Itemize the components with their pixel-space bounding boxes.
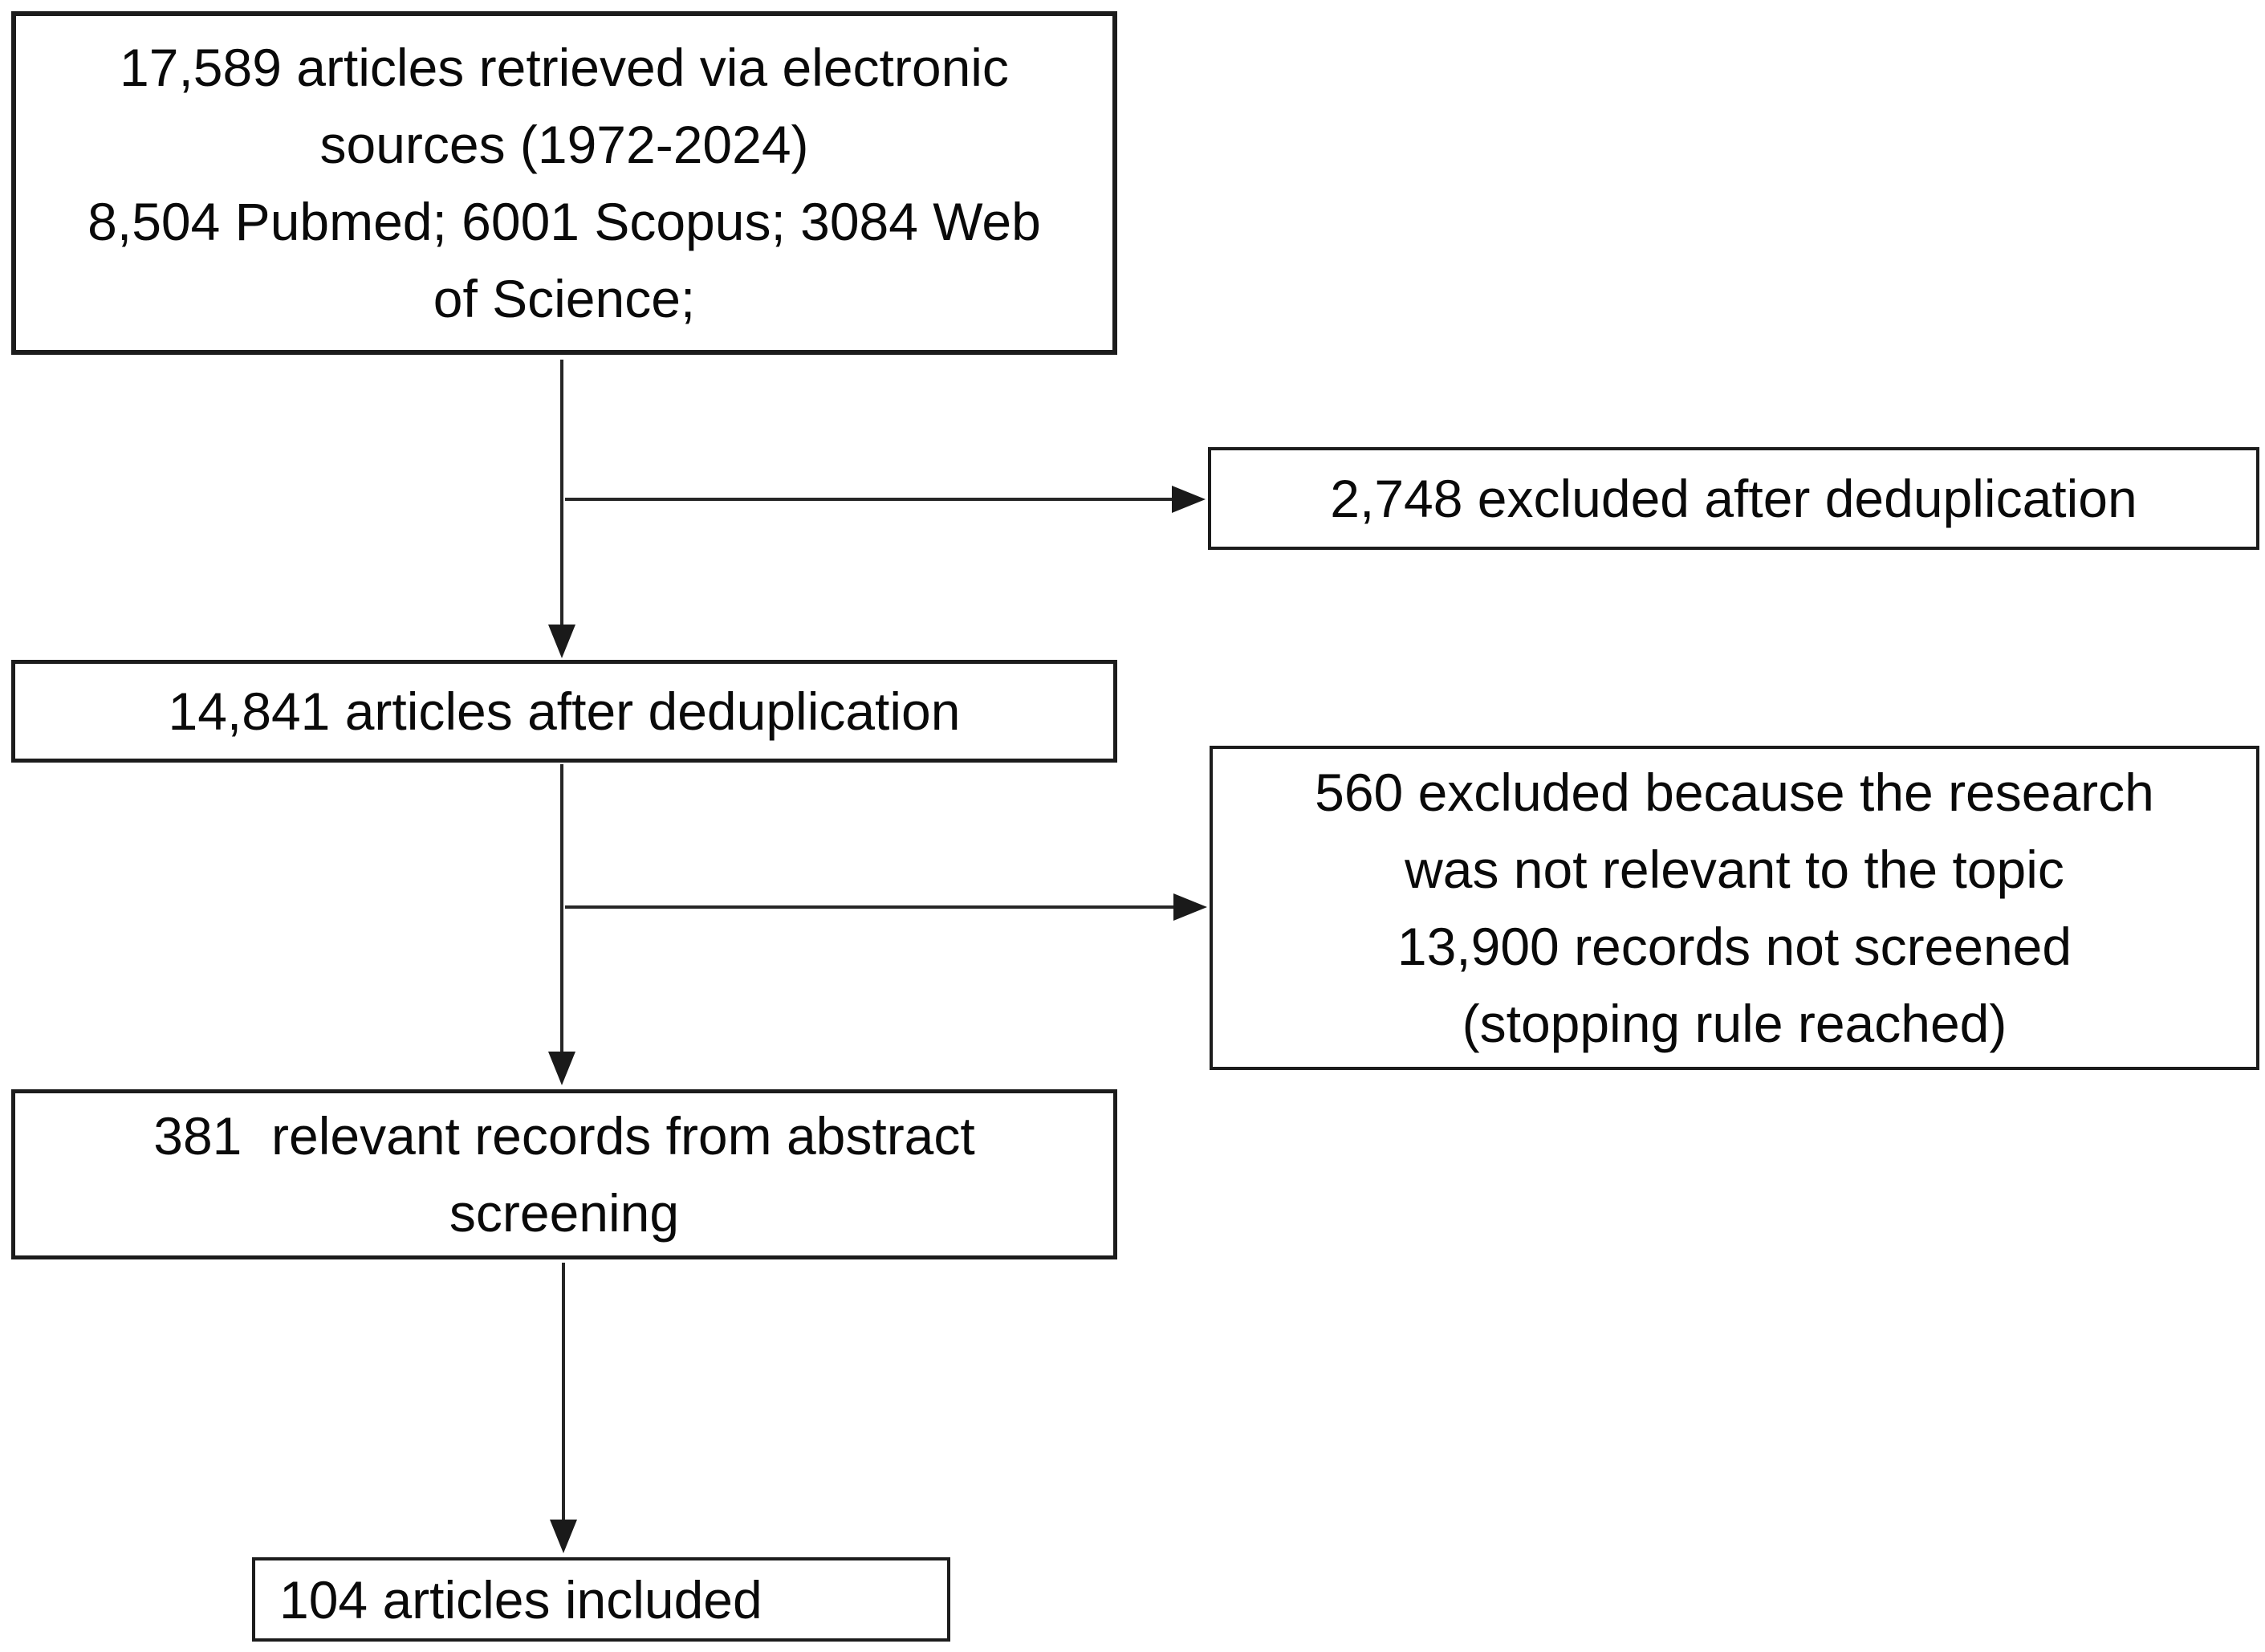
node-relevant-records-abstract-screening: 381 relevant records from abstract scree… <box>11 1089 1117 1259</box>
arrowhead-down-icon <box>550 1520 577 1553</box>
node-excluded-not-relevant: 560 excluded because the research was no… <box>1210 746 2259 1070</box>
arrowhead-right-icon <box>1172 486 1206 513</box>
arrow-after-dedup-to-excluded-not-relevant <box>565 893 1207 921</box>
arrowhead-down-icon <box>548 1052 575 1085</box>
node-articles-retrieved: 17,589 articles retrieved via electronic… <box>11 11 1117 355</box>
arrow-after-dedup-to-abstract-screening <box>548 764 575 1085</box>
node-articles-after-deduplication: 14,841 articles after deduplication <box>11 660 1117 763</box>
node-articles-included-text: 104 articles included <box>279 1569 762 1630</box>
node-excluded-after-deduplication-text: 2,748 excluded after deduplication <box>1330 469 2137 528</box>
arrowhead-down-icon <box>548 625 575 658</box>
node-articles-after-deduplication-text: 14,841 articles after deduplication <box>168 682 961 741</box>
arrow-abstract-screening-to-included <box>550 1263 577 1553</box>
node-articles-retrieved-text: 17,589 articles retrieved via electronic… <box>87 38 1041 328</box>
arrow-retrieved-to-after-dedup <box>548 360 575 658</box>
node-relevant-records-abstract-screening-text: 381 relevant records from abstract scree… <box>153 1106 975 1243</box>
arrow-retrieved-to-excluded-dedup <box>565 486 1206 513</box>
node-excluded-after-deduplication: 2,748 excluded after deduplication <box>1208 447 2259 550</box>
arrowhead-right-icon <box>1173 893 1207 921</box>
node-articles-included: 104 articles included <box>252 1557 950 1642</box>
node-excluded-not-relevant-text: 560 excluded because the research was no… <box>1315 763 2154 1053</box>
